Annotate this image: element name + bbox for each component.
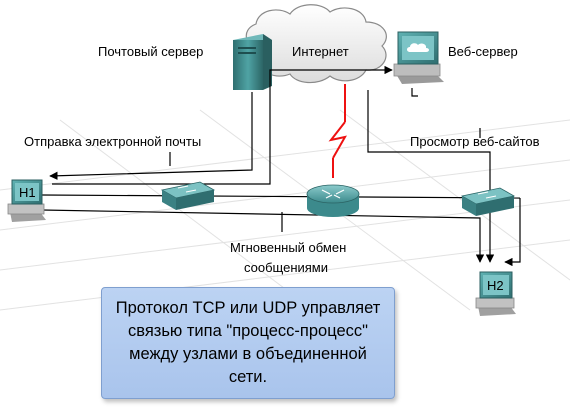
instant-messaging-label-line2: сообщениями: [244, 260, 328, 275]
web-flow-arrow: [52, 65, 521, 267]
protocol-callout: Протокол TCP или UDP управляет связью ти…: [101, 287, 395, 399]
internet-label: Интернет: [292, 44, 349, 59]
backbone-link: [41, 194, 521, 199]
internet-cloud-icon: [245, 4, 387, 84]
send-email-label: Отправка электронной почты: [24, 134, 201, 149]
router-icon: [306, 184, 360, 217]
mail-server-icon: [233, 34, 272, 90]
browse-web-label: Просмотр веб-сайтов: [410, 134, 540, 149]
host-h1-icon: H1: [7, 179, 46, 222]
protocol-callout-text: Протокол TCP или UDP управляет связью ти…: [115, 299, 381, 386]
host-h1-label: H1: [19, 185, 36, 200]
web-server-icon: [393, 31, 444, 84]
switch-right-icon: [460, 187, 516, 216]
host-h2-icon: H2: [475, 271, 516, 316]
mail-server-label: Почтовый сервер: [98, 44, 203, 59]
wan-link: [328, 84, 347, 178]
web-server-label: Веб-сервер: [448, 44, 518, 59]
instant-messaging-label-line1: Мгновенный обмен: [230, 240, 346, 255]
host-h2-label: H2: [487, 278, 504, 293]
email-flow-arrow: [49, 92, 253, 180]
im-flow-arrow: [41, 209, 485, 263]
switch-left-icon: [160, 181, 216, 210]
